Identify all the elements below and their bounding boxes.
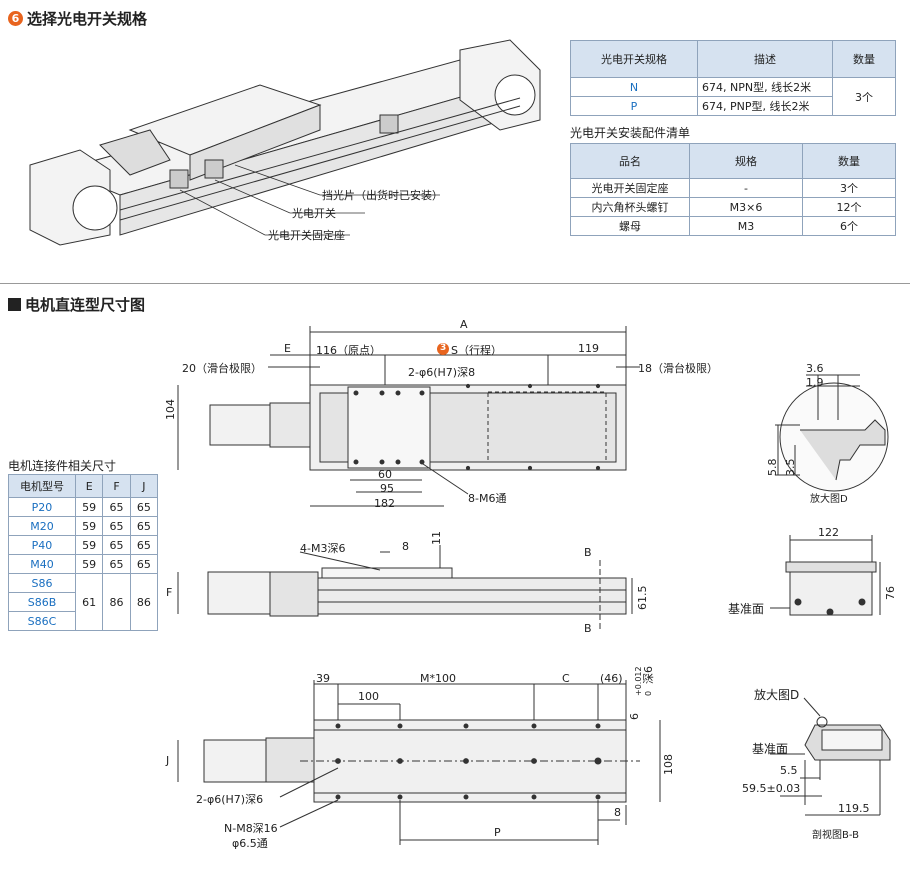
motor-header-j: J (129, 474, 159, 498)
dim-1-9: 1.9 (806, 376, 824, 389)
callout-bracket: 光电开关固定座 (268, 229, 345, 242)
parts-header-name: 品名 (570, 143, 690, 179)
step-number-badge: 6 (8, 11, 23, 26)
sensor-spec-table: 光电开关规格 描述 数量 N 674, NPN型, 线长2米 3个 P 674,… (570, 40, 896, 116)
motor-j: 86 (129, 573, 159, 631)
section-datum: 基准面 (752, 742, 789, 756)
dim-E: E (284, 342, 291, 355)
dim-deep6: 深6 (642, 666, 655, 684)
dim-39: 39 (316, 672, 330, 685)
dim-61-5: 61.5 (636, 585, 649, 611)
spec-header-qty: 数量 (832, 40, 896, 78)
dim-phi65: φ6.5通 (232, 837, 268, 850)
dim-P: P (494, 826, 501, 839)
dim-m3: 4-M3深6 (300, 542, 346, 555)
parts-header-spec: 规格 (689, 143, 803, 179)
motor-model: S86C (8, 611, 76, 631)
dim-5-8: 5.8 (766, 458, 779, 477)
spec-desc: 674, PNP型, 线长2米 (697, 96, 833, 116)
dim-46: (46) (600, 672, 623, 685)
dim-59-5: 59.5±0.03 (742, 782, 801, 795)
section-title-text: 电机直连型尺寸图 (25, 296, 146, 314)
dim-119: 119 (578, 342, 599, 355)
dim-m100: M*100 (420, 672, 456, 685)
dim-left-limit: 20（滑台极限） (182, 362, 262, 375)
dim-m6: 8-M6通 (468, 492, 507, 505)
section-title-text: 选择光电开关规格 (27, 10, 148, 28)
dim-5-5: 5.5 (780, 764, 798, 777)
detail-d-caption: 放大图D (810, 494, 848, 505)
dim-3-5: 3.5 (784, 458, 797, 477)
dim-60: 60 (378, 468, 392, 481)
section-mark-b-top: B (584, 546, 592, 559)
parts-table-title: 光电开关安装配件清单 (570, 126, 691, 140)
parts-name: 螺母 (570, 216, 690, 236)
dim-right-limit: 18（滑台极限） (638, 362, 718, 375)
parts-qty: 6个 (802, 216, 896, 236)
section-bb-caption: 剖视图B-B (812, 830, 859, 841)
parts-spec: M3 (689, 216, 803, 236)
dim-F: F (166, 586, 173, 599)
motor-model: M40 (8, 554, 76, 574)
section-title-dimensions: 电机直连型尺寸图 (8, 294, 145, 315)
motor-header-e: E (74, 474, 104, 498)
dim-origin: 116（原点） (316, 344, 381, 357)
dim-hole-top: 2-φ6(H7)深8 (408, 366, 476, 379)
callout-blade: 挡光片（出货时已安装） (322, 189, 443, 202)
dim-100: 100 (358, 690, 379, 703)
parts-header-qty: 数量 (802, 143, 896, 179)
motor-f: 86 (102, 573, 131, 631)
dim-A: A (460, 318, 468, 331)
motor-header-model: 电机型号 (8, 474, 76, 498)
motor-e: 59 (74, 497, 104, 517)
actuator-isometric-illustration (29, 39, 541, 246)
dim-C: C (562, 672, 570, 685)
spec-desc: 674, NPN型, 线长2米 (697, 77, 833, 97)
section-mark-b-bottom: B (584, 622, 592, 635)
spec-qty: 3个 (832, 77, 896, 116)
square-bullet-icon (8, 298, 21, 311)
section-detail-d-label: 放大图D (754, 688, 800, 702)
spec-header-code: 光电开关规格 (570, 40, 698, 78)
section-divider (0, 283, 910, 284)
dim-11: 11 (430, 531, 443, 545)
dim-8-side: 8 (402, 540, 409, 553)
dim-8-bottom: 8 (614, 806, 621, 819)
motor-table-title: 电机连接件相关尺寸 (8, 459, 117, 473)
dim-182: 182 (374, 497, 395, 510)
dim-3-6: 3.6 (806, 362, 824, 375)
dim-hole-bottom: 2-φ6(H7)深6 (196, 793, 264, 806)
stroke-badge-number: 3 (440, 343, 447, 353)
dim-J: J (166, 754, 170, 767)
dim-6: 6 (628, 713, 641, 720)
dim-108: 108 (662, 754, 675, 775)
dim-119-5: 119.5 (838, 802, 870, 815)
dim-stroke: S（行程） (451, 344, 502, 357)
dim-122: 122 (818, 526, 839, 539)
dim-95: 95 (380, 482, 394, 495)
dim-m8: N-M8深16 (224, 822, 278, 835)
dim-76: 76 (884, 586, 897, 600)
motor-f: 65 (102, 554, 131, 574)
end-view-datum: 基准面 (728, 602, 765, 616)
dim-tol-lower: 0 (644, 690, 653, 696)
section-title-sensor: 6 选择光电开关规格 (8, 8, 147, 29)
motor-f: 65 (102, 516, 131, 536)
motor-j: 65 (129, 497, 159, 517)
callout-sensor: 光电开关 (292, 207, 336, 220)
dim-104: 104 (164, 399, 177, 420)
